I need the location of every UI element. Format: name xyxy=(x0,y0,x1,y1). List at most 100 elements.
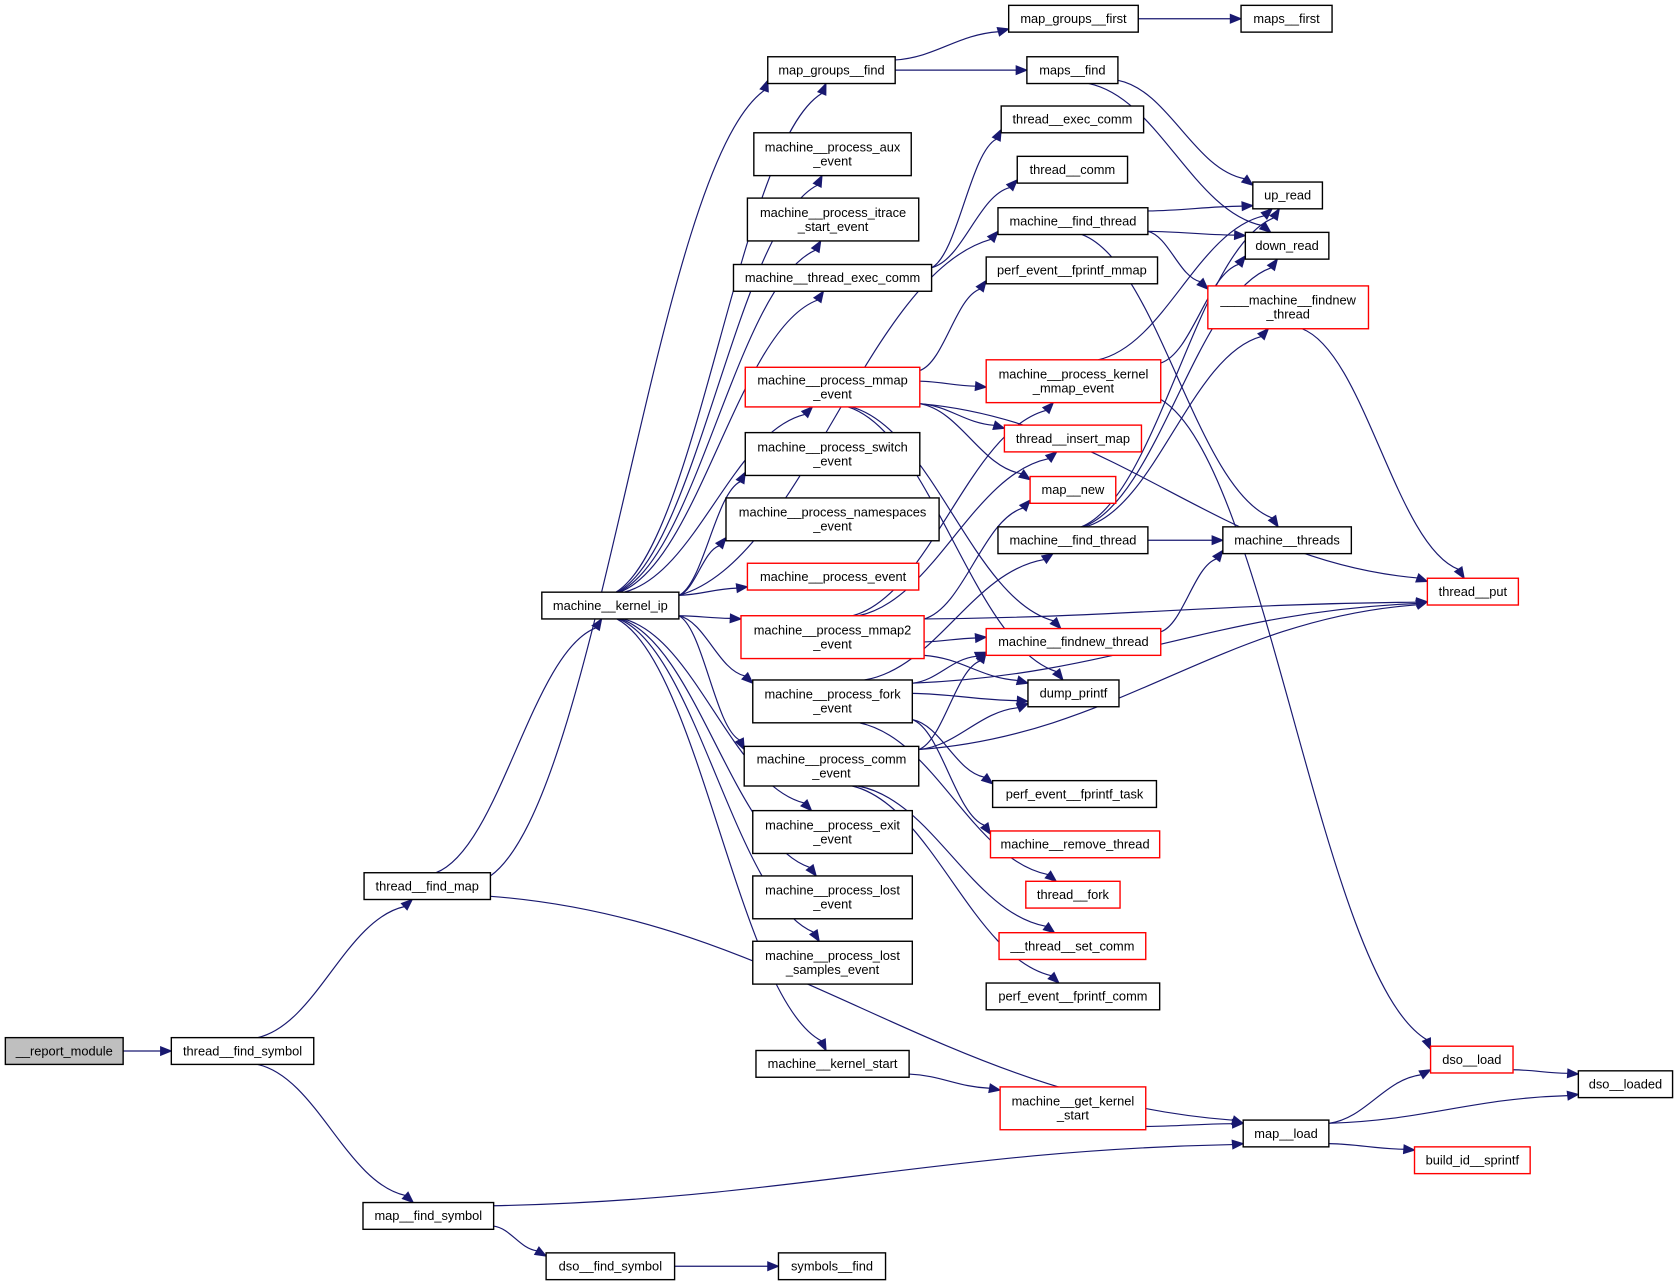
function-node-mp-switch-event[interactable]: machine__process_switch_event xyxy=(744,431,921,477)
call-edge xyxy=(857,785,1056,934)
function-node-thread-insert-map[interactable]: thread__insert_map xyxy=(1003,424,1143,453)
call-edge xyxy=(912,719,992,836)
function-node-thread-put[interactable]: thread__put xyxy=(1426,577,1520,606)
function-node-map-groups-find[interactable]: map_groups__find xyxy=(767,56,896,85)
arrowhead-icon xyxy=(1231,1139,1245,1150)
edge-line xyxy=(851,406,1054,622)
arrowhead-icon xyxy=(1260,207,1274,221)
function-node-machine-get-kernel-start[interactable]: machine__get_kernel_start xyxy=(999,1086,1147,1131)
function-node-mp-lost-event[interactable]: machine__process_lost_event xyxy=(752,875,914,920)
node-box xyxy=(725,497,940,542)
node-box xyxy=(755,1049,910,1078)
call-edge xyxy=(924,632,988,644)
function-node-machine-remove-thread[interactable]: machine__remove_thread xyxy=(989,830,1161,859)
function-node-maps-first[interactable]: maps__first xyxy=(1240,4,1333,33)
arrowhead-icon xyxy=(800,799,813,812)
node-label: machine__process_lost xyxy=(765,948,900,963)
function-node-dso-load[interactable]: dso__load xyxy=(1429,1045,1514,1074)
node-label: perf_event__fprintf_mmap xyxy=(997,263,1147,278)
function-node-mp-mmap2-event[interactable]: machine__process_mmap2_event xyxy=(740,615,925,660)
function-node-dso-find-symbol[interactable]: dso__find_symbol xyxy=(545,1252,676,1281)
node-label: machine__process_mmap2 xyxy=(754,622,912,637)
function-node-down-read[interactable]: down_read xyxy=(1244,231,1330,260)
function-node-thread-comm[interactable]: thread__comm xyxy=(1016,155,1129,184)
call-edge xyxy=(1088,82,1272,234)
function-node-mp-namespaces-event[interactable]: machine__process_namespaces_event xyxy=(725,497,940,542)
function-node-dump-printf[interactable]: dump_printf xyxy=(1027,679,1120,708)
function-node-perf-event-fprintf-task[interactable]: perf_event__fprintf_task xyxy=(991,779,1158,809)
function-node-map-groups-first[interactable]: map_groups__first xyxy=(1007,4,1139,33)
function-node-thread-set-comm[interactable]: __thread__set_comm xyxy=(998,931,1147,961)
node-box xyxy=(744,431,921,477)
arrowhead-icon xyxy=(714,536,727,550)
function-node-mp-mmap-event[interactable]: machine__process_mmap_event xyxy=(744,366,921,408)
function-node-map-new[interactable]: map__new xyxy=(1029,475,1117,504)
arrowhead-icon xyxy=(986,230,999,244)
arrowhead-icon xyxy=(1044,870,1058,883)
function-node-thread-exec-comm[interactable]: thread__exec_comm xyxy=(1000,105,1145,134)
node-label: machine__process_kernel xyxy=(999,367,1149,382)
node-box xyxy=(752,809,914,855)
node-label: _start_event xyxy=(797,219,869,234)
edge-line xyxy=(493,1225,537,1252)
edge-line xyxy=(1085,336,1262,528)
edge-line xyxy=(257,1063,406,1197)
call-edge xyxy=(678,470,746,596)
call-edge xyxy=(919,279,988,372)
function-node-machine-kernel-start[interactable]: machine__kernel_start xyxy=(755,1049,910,1078)
function-node-thread-find-map[interactable]: thread__find_map xyxy=(363,872,492,901)
function-node-dso-loaded[interactable]: dso__loaded xyxy=(1577,1070,1674,1099)
function-node-symbols-find[interactable]: symbols__find xyxy=(777,1252,887,1281)
function-node-machine-find-thread-b[interactable]: machine__find_thread xyxy=(997,526,1149,555)
node-label: _event xyxy=(811,765,851,780)
function-node-mp-kernel-mmap-event[interactable]: machine__process_kernel_mmap_event xyxy=(985,359,1162,404)
call-edge xyxy=(924,654,1030,686)
function-node-mp-lost-samples-event[interactable]: machine__process_lost_samples_event xyxy=(752,940,914,985)
edge-line xyxy=(1088,82,1263,227)
call-edge xyxy=(1145,1118,1245,1129)
function-node-maps-find[interactable]: maps__find xyxy=(1026,56,1119,85)
function-node-machine-kernel-ip[interactable]: machine__kernel_ip xyxy=(541,591,680,620)
function-node-mp-fork-event[interactable]: machine__process_fork_event xyxy=(752,679,914,724)
node-label: __report_module xyxy=(15,1043,113,1058)
edge-line xyxy=(909,1073,990,1089)
call-edge xyxy=(435,617,603,874)
function-node-thread-find-symbol[interactable]: thread__find_symbol xyxy=(170,1036,315,1066)
node-label: machine__kernel_ip xyxy=(553,598,668,613)
function-node-mp-itrace-start-event[interactable]: machine__process_itrace_start_event xyxy=(746,197,920,242)
function-node-thread-fork[interactable]: thread__fork xyxy=(1025,880,1121,909)
call-edge xyxy=(858,450,1058,617)
call-edge xyxy=(923,499,1032,620)
node-label: thread__exec_comm xyxy=(1012,112,1132,127)
edge-line xyxy=(619,299,818,593)
arrowhead-icon xyxy=(975,650,988,665)
call-edge xyxy=(909,1073,1002,1094)
arrowhead-icon xyxy=(759,78,769,93)
function-node-up-read[interactable]: up_read xyxy=(1252,181,1324,210)
edge-line xyxy=(858,458,1049,617)
function-node-map-find-symbol[interactable]: map__find_symbol xyxy=(362,1201,495,1231)
function-node-mp-exit-event[interactable]: machine__process_exit_event xyxy=(752,809,914,855)
function-node-machine-findnew-thread-internal[interactable]: ____machine__findnew_thread xyxy=(1207,285,1370,330)
function-node-report-module[interactable]: __report_module xyxy=(4,1036,124,1066)
node-label: map__find_symbol xyxy=(374,1208,482,1223)
function-node-machine-thread-exec-comm[interactable]: machine__thread_exec_comm xyxy=(732,263,933,292)
call-edge xyxy=(851,406,1062,630)
function-node-build-id-sprintf[interactable]: build_id__sprintf xyxy=(1413,1146,1531,1175)
function-node-mp-event[interactable]: machine__process_event xyxy=(746,562,920,591)
node-box xyxy=(1429,1045,1514,1074)
function-node-mp-aux-event[interactable]: machine__process_aux_event xyxy=(753,132,912,177)
node-label: map__load xyxy=(1254,1126,1317,1141)
function-node-mp-comm-event[interactable]: machine__process_comm_event xyxy=(743,745,920,787)
edge-line xyxy=(1117,79,1245,180)
function-node-machine-threads[interactable]: machine__threads xyxy=(1222,526,1353,555)
function-node-machine-findnew-thread[interactable]: machine__findnew_thread xyxy=(985,627,1162,657)
function-node-machine-find-thread-a[interactable]: machine__find_thread xyxy=(997,207,1149,236)
call-edge xyxy=(1513,1068,1580,1079)
function-node-perf-event-fprintf-mmap[interactable]: perf_event__fprintf_mmap xyxy=(985,256,1159,285)
edge-line xyxy=(918,604,1418,751)
node-label: _mmap_event xyxy=(1032,380,1115,395)
function-node-map-load[interactable]: map__load xyxy=(1242,1119,1330,1148)
node-label: _start xyxy=(1056,1108,1090,1123)
function-node-perf-event-fprintf-comm[interactable]: perf_event__fprintf_comm xyxy=(985,982,1161,1011)
